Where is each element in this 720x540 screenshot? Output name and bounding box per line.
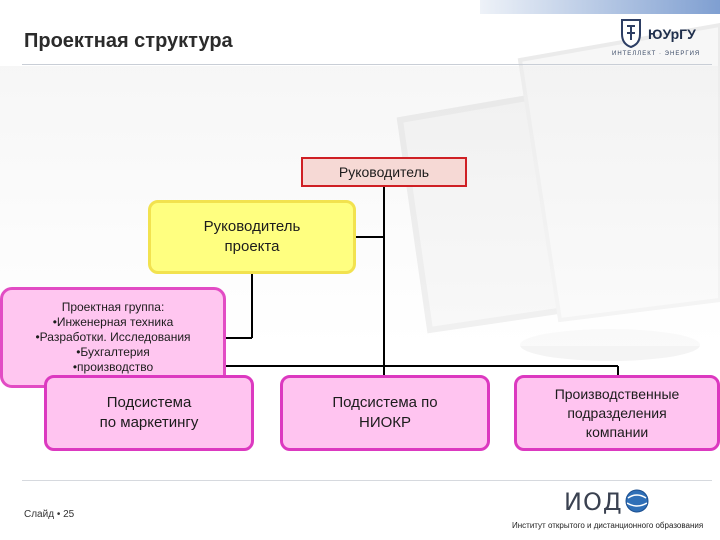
node-marketing-line-1: Подсистема <box>106 394 192 411</box>
university-emblem-icon <box>621 19 641 48</box>
project-team-item: •производство <box>72 360 154 374</box>
node-project-manager: Руководитель проекта <box>148 200 356 274</box>
project-team-item: •Бухгалтерия <box>76 345 150 359</box>
node-production-line-3: компании <box>585 423 649 440</box>
project-team-item: •Инженерная техника <box>52 315 174 329</box>
node-marketing-subsystem: Подсистема по маркетингу <box>44 375 254 451</box>
node-director-label: Руководитель <box>338 164 430 180</box>
node-rnd-subsystem: Подсистема по НИОКР <box>280 375 490 451</box>
iodo-logo-letters: ИОД <box>564 488 623 516</box>
node-project-team: Проектная группа: •Инженерная техника •Р… <box>0 287 226 388</box>
project-team-list: •Инженерная техника •Разработки. Исследо… <box>35 315 190 375</box>
node-project-team-heading: Проектная группа: <box>61 300 165 314</box>
node-production-line-1: Производственные <box>554 385 680 402</box>
slide-number: Слайд • 25 <box>24 509 75 520</box>
node-project-manager-line-2: проекта <box>224 238 280 255</box>
project-team-item: •Разработки. Исследования <box>35 330 191 344</box>
node-director: Руководитель <box>301 157 467 187</box>
title-divider <box>22 64 712 65</box>
node-rnd-line-2: НИОКР <box>358 414 412 431</box>
university-logo: ЮУрГУ ИНТЕЛЛЕКТ · ЭНЕРГИЯ <box>612 16 714 64</box>
footer-divider <box>22 480 712 481</box>
node-project-manager-line-1: Руководитель <box>203 218 301 235</box>
header-accent-strip <box>480 0 720 14</box>
university-name: ЮУрГУ <box>648 26 696 42</box>
node-production-units: Производственные подразделения компании <box>514 375 720 451</box>
node-marketing-line-2: по маркетингу <box>99 414 199 431</box>
institute-caption: Институт открытого и дистанционного обра… <box>512 521 704 530</box>
iodo-logo: ИОД <box>558 488 654 518</box>
node-production-line-2: подразделения <box>567 404 667 421</box>
node-rnd-line-1: Подсистема по <box>332 394 438 411</box>
university-tagline: ИНТЕЛЛЕКТ · ЭНЕРГИЯ <box>612 51 701 57</box>
page-title: Проектная структура <box>24 30 233 52</box>
globe-icon <box>625 489 649 513</box>
